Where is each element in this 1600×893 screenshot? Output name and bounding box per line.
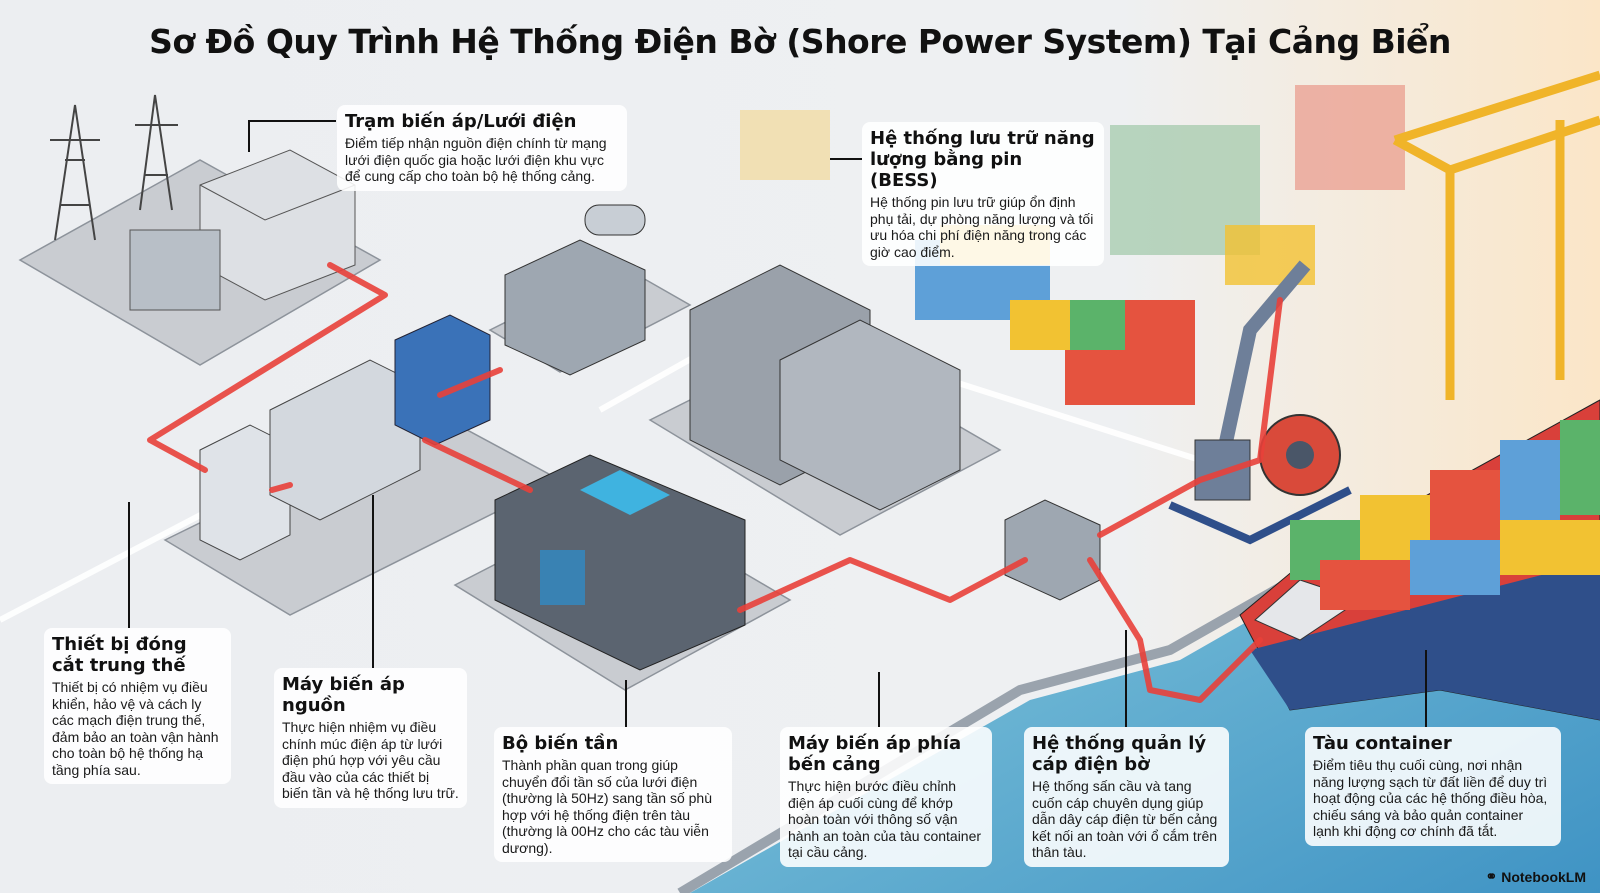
callout-text: Điểm tiêu thụ cuối cùng, nơi nhận năng l…: [1313, 757, 1548, 839]
source-transformer: [504, 204, 646, 376]
leader-line-bess: [830, 158, 862, 160]
leader-line-port-transformer: [878, 672, 880, 727]
leader-line-ship: [1425, 650, 1427, 727]
callout-inverter: Bộ biến tần Thành phần quan trong giúp c…: [494, 727, 732, 862]
callout-substation: Trạm biến áp/Lưới điện Điểm tiếp nhận ng…: [337, 105, 627, 191]
watermark-text: NotebookLM: [1501, 868, 1586, 885]
leader-line-switchgear: [128, 502, 130, 628]
bess-battery-racks: [689, 264, 961, 511]
substation-building: [129, 149, 356, 311]
callout-text: Thực hiện bước điều chỉnh điện áp cuối c…: [788, 778, 982, 860]
callout-heading: Tàu container: [1313, 733, 1452, 754]
callout-heading: Hệ thống quản lý cáp điện bờ: [1032, 733, 1207, 775]
container-ship: [1239, 399, 1600, 721]
callout-heading: Hệ thống lưu trữ năng lượng bằng pin (BE…: [870, 128, 1095, 191]
callout-heading: Máy biến áp nguồn: [282, 674, 405, 716]
notebooklm-watermark: ⚭ NotebookLM: [1486, 868, 1587, 885]
callout-heading: Thiết bị đóng cắt trung thế: [52, 634, 187, 676]
callout-cable-management: Hệ thống quản lý cáp điện bờ Hệ thống sấ…: [1024, 727, 1229, 867]
page-title: Sơ Đồ Quy Trình Hệ Thống Điện Bờ (Shore …: [149, 22, 1451, 61]
yard-containers: [740, 85, 1405, 405]
leader-line-source-transformer: [372, 495, 374, 668]
callout-heading: Trạm biến áp/Lưới điện: [345, 111, 577, 132]
leader-line-substation: [248, 120, 336, 122]
leader-line-substation-v: [248, 120, 250, 152]
callout-bess: Hệ thống lưu trữ năng lượng bằng pin (BE…: [862, 122, 1104, 266]
callout-switchgear: Thiết bị đóng cắt trung thế Thiết bị có …: [44, 628, 231, 784]
leader-line-cable: [1125, 630, 1127, 727]
callout-heading: Bộ biến tần: [502, 733, 619, 754]
callout-heading: Máy biến áp phía bến cảng: [788, 733, 962, 775]
callout-text: Thành phần quan trong giúp chuyển đổi tầ…: [502, 757, 713, 856]
power-cable: [147, 262, 1283, 703]
callout-source-transformer: Máy biến áp nguồn Thực hiện nhiệm vụ điề…: [274, 668, 467, 808]
callout-text: Hệ thống sấn cầu và tang cuốn cáp chuyên…: [1032, 778, 1218, 860]
callout-text: Điểm tiếp nhận nguồn điện chính từ mạng …: [345, 135, 607, 184]
ship-containers: [1290, 420, 1600, 610]
gantry-crane: [1392, 70, 1600, 400]
leader-line-inverter: [625, 680, 627, 727]
callout-text: Thiết bị có nhiệm vụ điều khiển, hảo vệ …: [52, 679, 219, 778]
notebooklm-logo-icon: ⚭: [1485, 868, 1498, 884]
callout-ship: Tàu container Điểm tiêu thụ cuối cùng, n…: [1305, 727, 1561, 846]
switchgear-cabinets: [199, 314, 491, 561]
callout-port-transformer: Máy biến áp phía bến cảng Thực hiện bước…: [780, 727, 992, 867]
callout-text: Thực hiện nhiệm vụ điều chính múc điện á…: [282, 719, 459, 801]
callout-text: Hệ thống pin lưu trữ giúp ổn định phụ tả…: [870, 194, 1094, 260]
inverter-unit: [494, 454, 746, 671]
cable-crane-reel: [1168, 260, 1352, 545]
pylon-icons: [50, 94, 178, 241]
